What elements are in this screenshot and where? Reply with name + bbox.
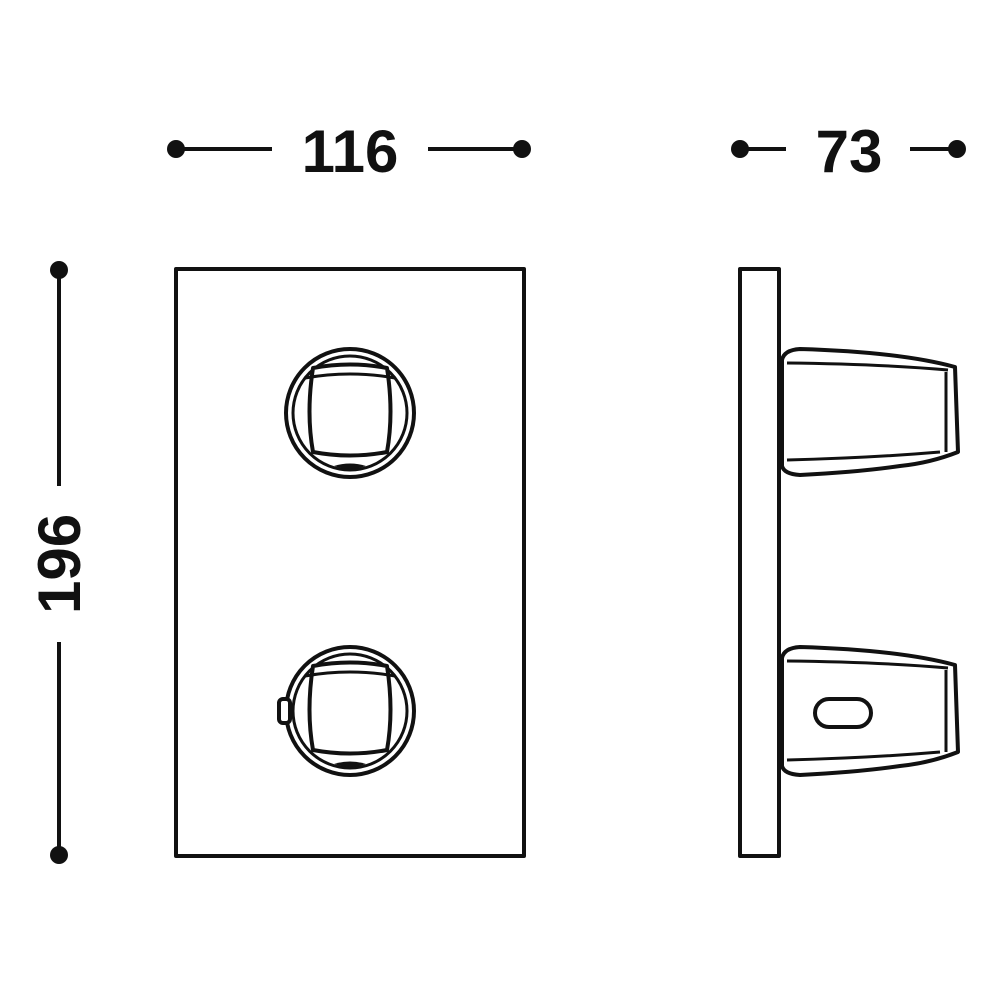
lower-handle-square-face — [307, 660, 393, 756]
depth-dim-end-dot — [948, 140, 966, 158]
upper-handle-square-face — [307, 362, 393, 458]
width-dim-label: 116 — [302, 118, 399, 185]
height-dimension: 196 — [26, 261, 93, 864]
height-dim-end-dot — [50, 846, 68, 864]
front-lower-handle — [277, 645, 416, 777]
front-view — [174, 267, 526, 858]
lower-handle-indicator-tab — [277, 697, 292, 725]
upper-handle-inner-ring — [291, 354, 409, 472]
side-upper-handle-body — [780, 347, 960, 477]
side-lower-handle — [780, 645, 960, 777]
width-dim-end-dot — [513, 140, 531, 158]
height-dim-label: 196 — [26, 514, 93, 614]
lower-handle-top-edge — [304, 670, 396, 678]
side-plate — [738, 267, 781, 858]
upper-handle-grip-mark — [334, 463, 366, 469]
side-upper-handle — [780, 347, 960, 477]
front-upper-handle — [284, 347, 416, 479]
side-lower-handle-slot — [813, 697, 873, 729]
side-upper-handle-top-contour — [786, 361, 949, 372]
depth-dim-label: 73 — [816, 118, 883, 185]
depth-dimension: 73 — [731, 118, 966, 185]
lower-handle-inner-ring — [291, 652, 409, 770]
side-lower-handle-top-contour — [786, 659, 949, 670]
side-upper-handle-bottom-contour — [786, 450, 941, 462]
width-dimension: 116 — [167, 118, 531, 185]
side-view — [738, 267, 960, 858]
upper-handle-top-edge — [304, 372, 396, 380]
side-lower-handle-bottom-contour — [786, 750, 941, 762]
lower-handle-grip-mark — [334, 761, 366, 767]
